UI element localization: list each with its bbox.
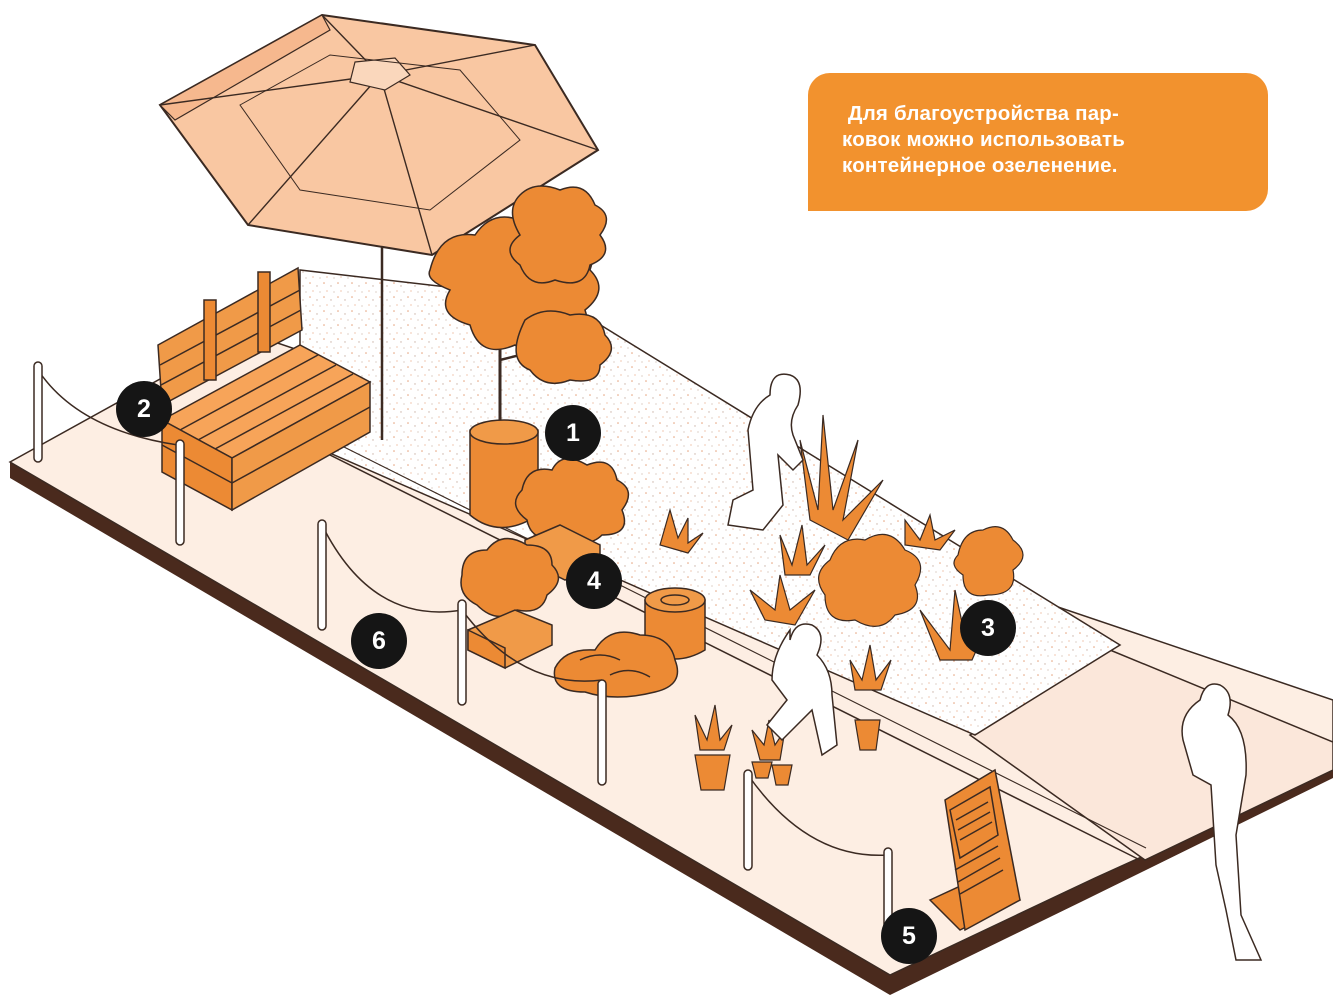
marker-6: 6 [351, 613, 407, 669]
callout-line-3: контейнерное озеленение. [842, 153, 1238, 179]
callout-line-1: Для благоустройства пар- [842, 101, 1238, 127]
marker-5: 5 [881, 908, 937, 964]
marker-2: 2 [116, 381, 172, 437]
marker-4: 4 [566, 553, 622, 609]
marker-1: 1 [545, 405, 601, 461]
info-callout: Для благоустройства пар- ковок можно исп… [808, 73, 1268, 211]
callout-line-2: ковок можно использовать [842, 127, 1238, 153]
marker-3: 3 [960, 600, 1016, 656]
